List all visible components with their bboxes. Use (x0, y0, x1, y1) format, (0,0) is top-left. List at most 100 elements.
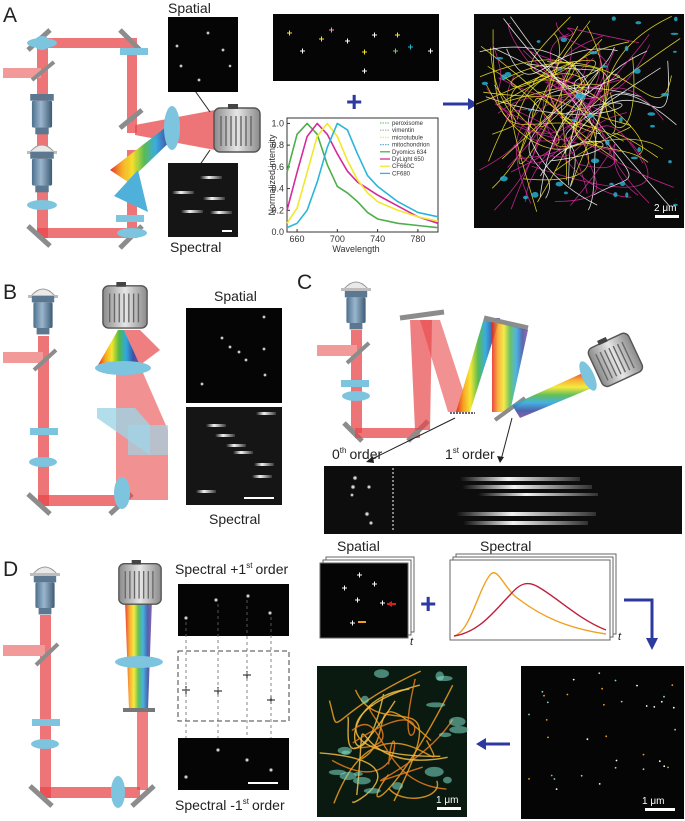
panel-d-plus-order-image (178, 584, 289, 636)
localization-dot (616, 760, 618, 762)
zero-order-label: 0thorder (332, 446, 382, 462)
localization-dot (528, 714, 530, 716)
mitochondrion-blob (635, 21, 641, 24)
camera-icon (119, 560, 161, 604)
lens (95, 361, 151, 375)
y-tick-label: 1.0 (271, 118, 284, 128)
panel-c-label: C (297, 271, 312, 294)
x-tick-label: 780 (410, 234, 425, 244)
mitochondrion-blob (605, 140, 609, 145)
localization-dot (663, 696, 665, 698)
axis-t-label: t (410, 636, 414, 648)
mitochondrion-blob (436, 671, 444, 681)
filter (120, 48, 148, 55)
mitochondrion-blob (613, 192, 617, 197)
excitation-beam (3, 352, 43, 363)
chart-legend: peroxisomevimentinmicrotubulemitochondri… (380, 121, 430, 177)
legend-label: peroxisome (392, 121, 424, 127)
legend-label: vimentin (392, 128, 414, 134)
mitochondrion-blob (625, 46, 629, 51)
excitation-beam (317, 345, 357, 356)
localization-dot (643, 768, 645, 770)
panel-a: A (3, 0, 684, 255)
localization-dot (661, 701, 663, 703)
localization-dot (587, 738, 589, 740)
localization-dot (671, 684, 673, 686)
panel-c: C 0thorder 1storder (297, 271, 682, 554)
localization-dot (567, 694, 569, 696)
mitochondrion-blob (591, 158, 599, 163)
mitochondrion-blob (556, 182, 563, 187)
mitochondrion-blob (634, 68, 641, 74)
beam (38, 495, 123, 506)
mitochondrion-blob (374, 669, 389, 678)
grating (123, 708, 155, 712)
mitochondrion-blob (561, 38, 567, 43)
panel-b-label: B (3, 281, 17, 304)
beam (137, 710, 148, 790)
panel-c-spectral-image (324, 466, 682, 534)
panel-a-spatial-image (168, 17, 238, 92)
mitochondrion-blob (587, 114, 595, 117)
panel-a-label: A (3, 4, 17, 27)
panel-a-localization-image (273, 14, 439, 81)
panel-b: B Spatial (3, 281, 282, 527)
arrowhead (476, 738, 486, 750)
localization-dot (673, 707, 675, 709)
panel-a-spectral-image (168, 163, 238, 237)
mitochondrion-blob (528, 109, 531, 111)
localization-dot (663, 765, 665, 767)
axis-t-label: t (618, 631, 622, 643)
localization-dot (528, 778, 530, 780)
x-tick-label: 740 (370, 234, 385, 244)
mitochondrion-blob (532, 192, 539, 198)
panel-c-spectral-title: Spectral (480, 538, 531, 554)
mitochondrion-blob (329, 770, 346, 775)
y-tick-label: 0.0 (271, 227, 284, 237)
mitochondrion-blob (537, 40, 541, 43)
mitochondrion-blob (449, 717, 466, 726)
localization-dot (551, 775, 553, 777)
scale-bar-label: 1 μm (642, 796, 664, 807)
localization-dot (615, 767, 617, 769)
localization-dot (667, 767, 669, 769)
localization-dot (653, 706, 655, 708)
scale-bar (645, 808, 675, 811)
objective-icon (30, 152, 54, 192)
panel-a-spatial-title: Spatial (168, 0, 211, 16)
mitochondrion-blob (674, 17, 678, 22)
mitochondrion-blob (619, 117, 623, 122)
localization-dot (601, 688, 603, 690)
panel-a-super-resolution-image: 2 μm (474, 14, 684, 228)
lens (27, 38, 57, 48)
mirror (400, 312, 444, 318)
arrow-to-zero-order (370, 418, 455, 460)
arrow (624, 600, 652, 640)
panel-d-spatial-stack: t (320, 557, 414, 648)
sample-icon (341, 282, 371, 291)
localization-dot (605, 735, 607, 737)
panel-d-spectra-stack: t (450, 554, 622, 643)
mitochondrion-blob (625, 192, 628, 197)
first-order-label: 1storder (445, 446, 495, 462)
legend-label: Dyomics 634 (392, 150, 427, 156)
arrowhead (646, 638, 658, 650)
mitochondrion-blob (671, 33, 679, 35)
arrow-to-first-order (501, 418, 512, 460)
mitochondrion-blob (392, 782, 403, 790)
mitochondrion-blob (426, 702, 445, 707)
scale-bar-label: 1 μm (436, 795, 458, 806)
mitochondrion-blob (673, 51, 677, 53)
panel-d-label: D (3, 558, 18, 581)
sample-icon (30, 567, 60, 576)
mitochondrion-blob (650, 125, 655, 128)
mitochondrion-blob (482, 82, 488, 85)
panel-b-spatial-title: Spatial (214, 288, 257, 304)
lens (27, 200, 57, 210)
lens (111, 776, 125, 808)
legend-label: microtubule (392, 135, 424, 141)
mitochondrion-blob (500, 176, 508, 181)
localization-dot (643, 754, 645, 756)
